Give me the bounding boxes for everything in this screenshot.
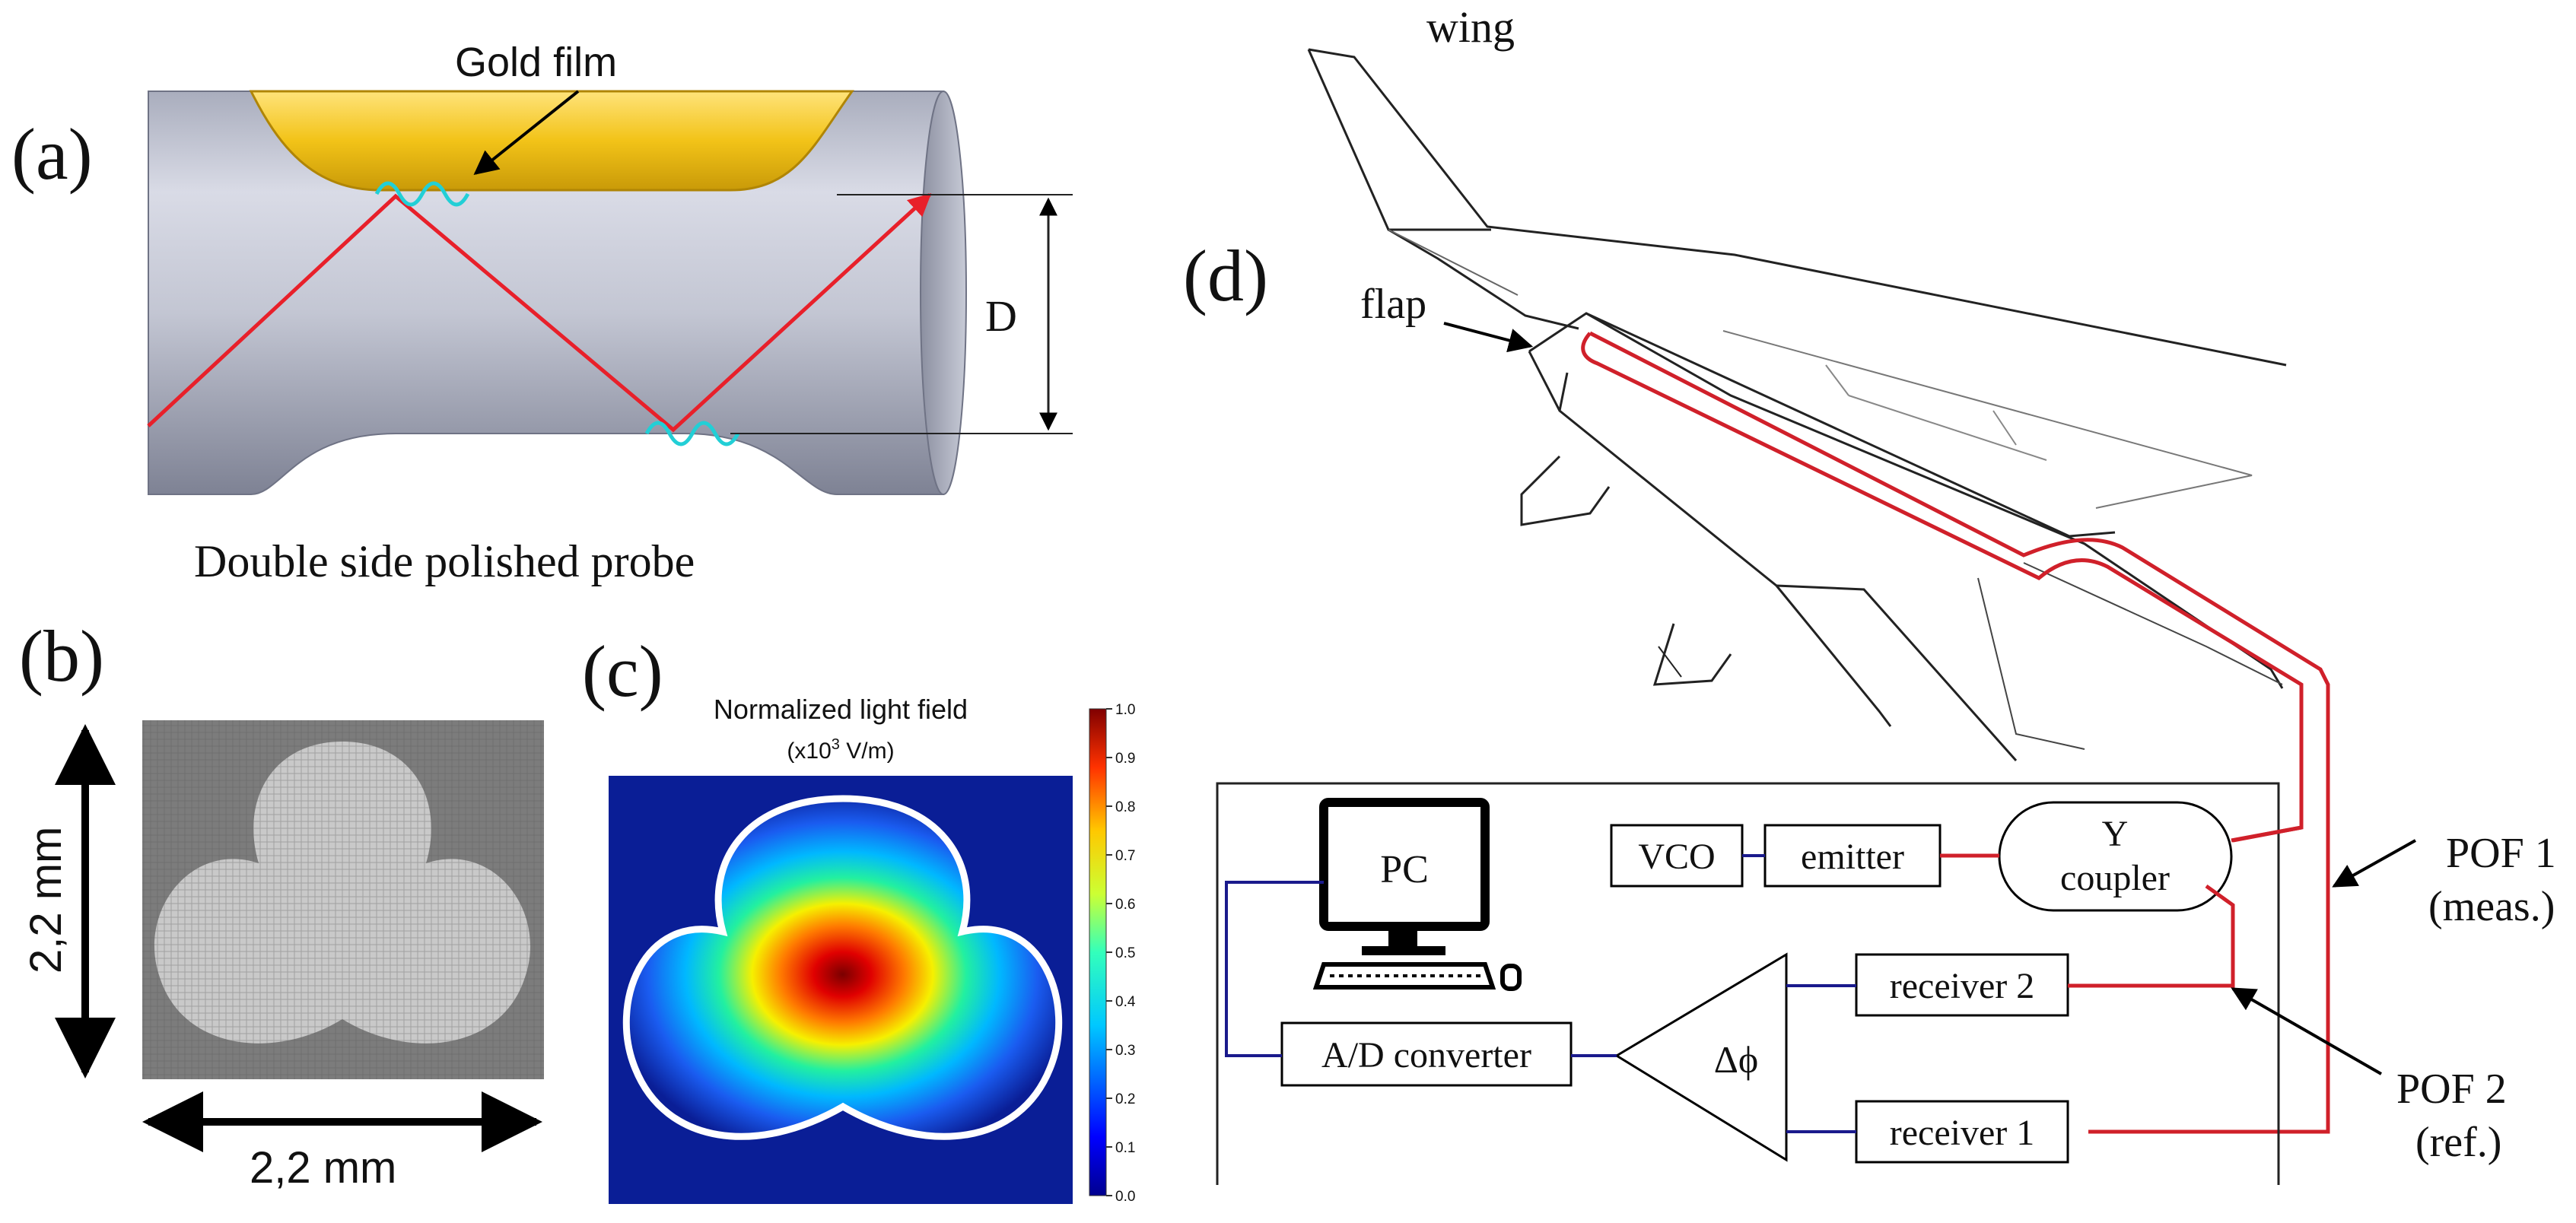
system-enclosure (1216, 782, 2280, 1185)
colorbar-tick-label: 0.6 (1115, 897, 1135, 913)
wing-label: wing (1426, 2, 1515, 52)
panel-a-label: (a) (11, 113, 93, 195)
colorbar-tick-label: 0.5 (1115, 945, 1135, 961)
panel-c: (c) Normalized light field (x103 V/m) 0.… (582, 631, 1136, 1205)
gold-film-pointer (473, 90, 580, 175)
pc-label: PC (1380, 848, 1429, 891)
panel-c-label: (c) (582, 631, 663, 712)
plasmon-wave-top (374, 181, 470, 207)
field-map-title: Normalized light field (714, 694, 968, 725)
panel-d-label: (d) (1183, 235, 1268, 316)
probe-caption: Double side polished probe (194, 536, 695, 586)
pof-loop-on-flap (1589, 331, 2330, 1134)
panel-b: (b) 2,2 mm 2,2 mm (19, 615, 544, 1193)
pof1-pointer (2332, 839, 2416, 888)
height-label: 2,2 mm (21, 827, 71, 974)
colorbar (1089, 708, 1107, 1196)
colorbar-tick-label: 0.8 (1115, 799, 1135, 815)
colorbar-tick-label: 0.7 (1115, 848, 1135, 864)
pof1-label-line2: (meas.) (2428, 883, 2555, 930)
phase-comparator-block (1614, 952, 1788, 1162)
probe-end-face (920, 91, 967, 495)
panel-d: (d) wing flap (1183, 2, 2556, 1185)
gold-film (249, 90, 854, 192)
colorbar-tick-label: 0.2 (1115, 1091, 1135, 1107)
pc-monitor-icon (1312, 798, 1522, 991)
wing-drawing (1307, 48, 2287, 761)
pof2-label-line2: (ref.) (2415, 1119, 2501, 1166)
vco-block (1610, 824, 1744, 888)
probe-body (148, 91, 944, 495)
field-map-intensity (626, 799, 1059, 1137)
light-ray-path (147, 192, 932, 433)
vco-label: VCO (1638, 837, 1715, 877)
y-coupler-label-line1: Y (2102, 814, 2129, 854)
colorbar-tick-label: 0.4 (1115, 994, 1136, 1010)
emitter-label: emitter (1801, 837, 1904, 877)
colorbar-tick-label: 0.9 (1115, 751, 1135, 767)
signal-wires (1225, 854, 1856, 1133)
colorbar-tick-label: 0.3 (1115, 1043, 1135, 1059)
receiver-1-label: receiver 1 (1890, 1113, 2035, 1153)
pof2-pointer (2231, 987, 2382, 1075)
fiber-connections (1940, 825, 2302, 988)
panel-a: (a) Gold film D Double side polished pro… (11, 40, 1073, 586)
colorbar-tick-label: 0.1 (1115, 1140, 1135, 1156)
plasmon-wave-bottom (644, 421, 740, 446)
colorbar-ticks: 0.0 0.1 0.2 0.3 0.4 0.5 0.6 0.7 0.8 0.9 1.0 (1106, 702, 1136, 1205)
colorbar-tick-label: 0.0 (1115, 1189, 1135, 1205)
y-coupler-label-line2: coupler (2060, 858, 2170, 898)
pof1-label-line1: POF 1 (2446, 830, 2556, 877)
pof2-label-line1: POF 2 (2396, 1066, 2507, 1113)
field-map-unit: (x103 V/m) (787, 736, 894, 764)
emitter-block (1763, 824, 1942, 888)
gold-film-label: Gold film (455, 40, 617, 85)
micrograph-pixel-grid (142, 720, 544, 1079)
diameter-label: D (985, 291, 1017, 341)
receiver-2-block (1855, 953, 2069, 1017)
fiber-core-outline (622, 795, 1063, 1140)
adc-label: A/D converter (1321, 1035, 1531, 1075)
receiver-1-block (1855, 1100, 2069, 1164)
phase-comparator-label: Δϕ (1714, 1038, 1758, 1081)
pof-loop-return (1581, 332, 2304, 843)
receiver-2-label: receiver 2 (1890, 966, 2035, 1006)
flap-label: flap (1360, 281, 1426, 328)
panel-b-label: (b) (19, 615, 104, 697)
width-label: 2,2 mm (250, 1143, 396, 1193)
flap-pointer (1443, 322, 1534, 353)
colorbar-tick-label: 1.0 (1115, 702, 1135, 718)
